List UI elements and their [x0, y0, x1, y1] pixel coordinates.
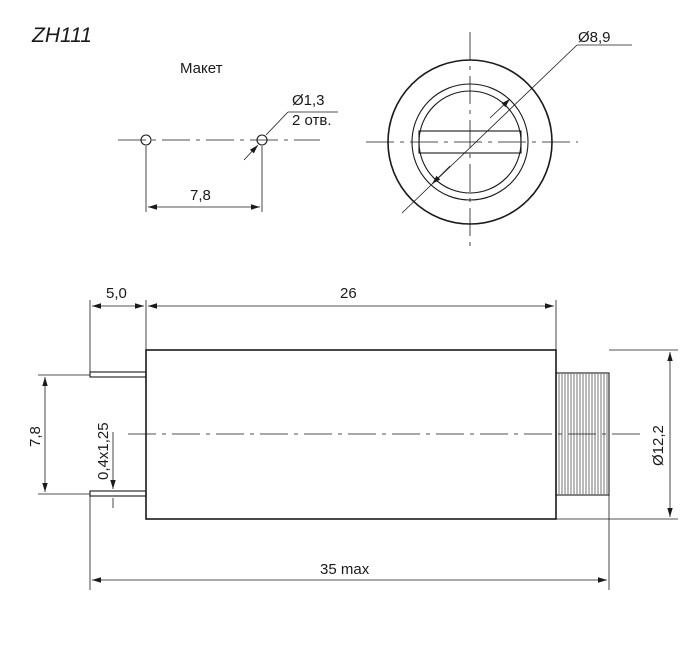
model-title: ZH111: [31, 24, 92, 47]
cap-outline: [555, 372, 610, 496]
layout-label: Макет: [180, 60, 223, 77]
hole-diameter-text: Ø1,3: [292, 92, 325, 109]
cap-diameter-dim: [401, 44, 578, 214]
hole-leader: [243, 144, 259, 161]
hole-count-text: 2 отв.: [292, 112, 332, 129]
end-view-outer-circle: [387, 59, 553, 225]
layout-hole-right: [256, 134, 268, 146]
body-length-text: 26: [340, 285, 357, 302]
cap-diameter-arrow-1: [431, 165, 451, 185]
hole-leader-2: [265, 111, 289, 136]
pin-top: [89, 371, 147, 378]
pin-section-text: 0,4x1,25: [95, 422, 112, 480]
pcb-layout-view: Макет 7,8 Ø1,3 2 отв.: [118, 60, 338, 212]
body-diameter-text: Ø12,2: [650, 425, 667, 466]
end-view: Ø8,9: [366, 29, 632, 248]
layout-hole-left: [140, 134, 152, 146]
pin-bottom: [89, 490, 147, 497]
side-view: 5,0 26 7,8 0,4x1,25 Ø12,2 35 max: [27, 285, 678, 590]
pin-pitch-text: 7,8: [27, 426, 44, 447]
cap-diameter-text: Ø8,9: [578, 29, 611, 46]
pin-length-text: 5,0: [106, 285, 127, 302]
overall-length-text: 35 max: [320, 561, 370, 578]
layout-spacing-text: 7,8: [190, 187, 211, 204]
cap-diameter-arrow-2: [489, 98, 511, 119]
holder-body: [145, 349, 557, 520]
cap-slot: [418, 130, 522, 154]
end-view-middle-circle: [411, 83, 529, 201]
